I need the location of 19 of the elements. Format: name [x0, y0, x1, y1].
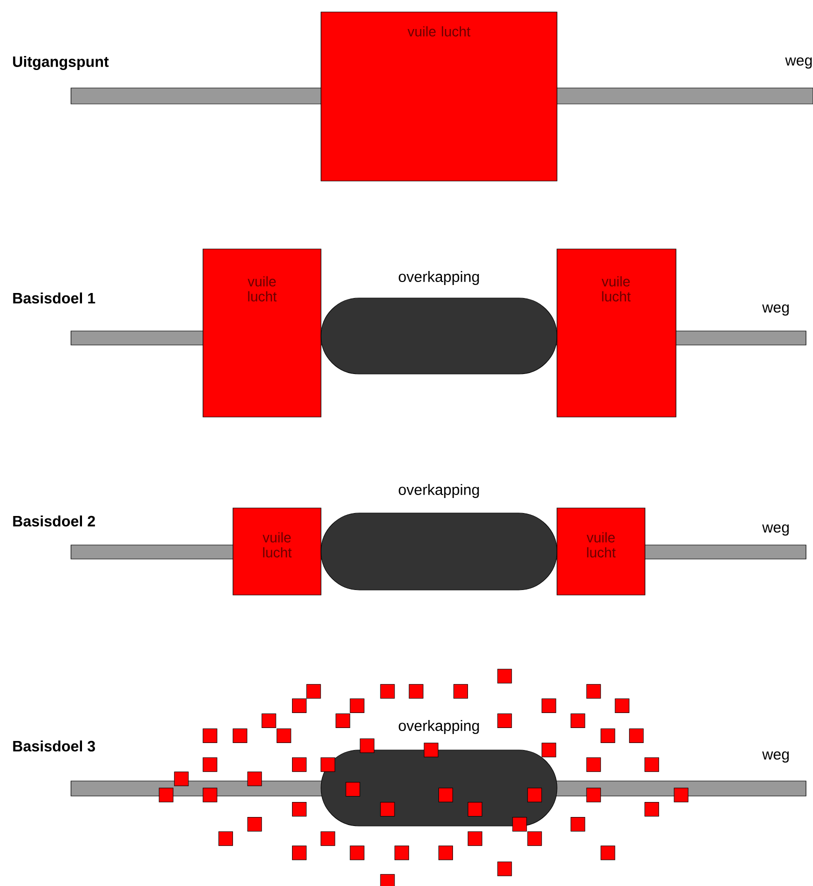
row-title: Basisdoel 3	[13, 740, 95, 752]
dirty-air-box: vuile lucht	[320, 12, 558, 182]
road-label: weg	[762, 524, 789, 536]
canopy-shape	[320, 298, 558, 374]
road-label: weg	[762, 751, 789, 763]
canopy-heading: overkapping	[398, 484, 479, 498]
dirty-air-box: vuile lucht	[232, 508, 322, 596]
dirty-air-box: vuile lucht	[556, 248, 676, 418]
dirty-air-box: vuile lucht	[202, 248, 322, 418]
road-label: weg	[785, 57, 812, 69]
row-title: Basisdoel 2	[13, 515, 95, 526]
canopy-heading: overkapping	[398, 720, 479, 734]
dirty-air-box: vuile lucht	[556, 508, 646, 596]
row-title: Uitgangspunt	[13, 56, 109, 70]
canopy-heading: overkapping	[398, 271, 479, 285]
canopy-shape	[320, 750, 558, 826]
road-label: weg	[762, 304, 789, 316]
canopy-shape	[320, 512, 558, 590]
row-title: Basisdoel 1	[13, 292, 96, 304]
